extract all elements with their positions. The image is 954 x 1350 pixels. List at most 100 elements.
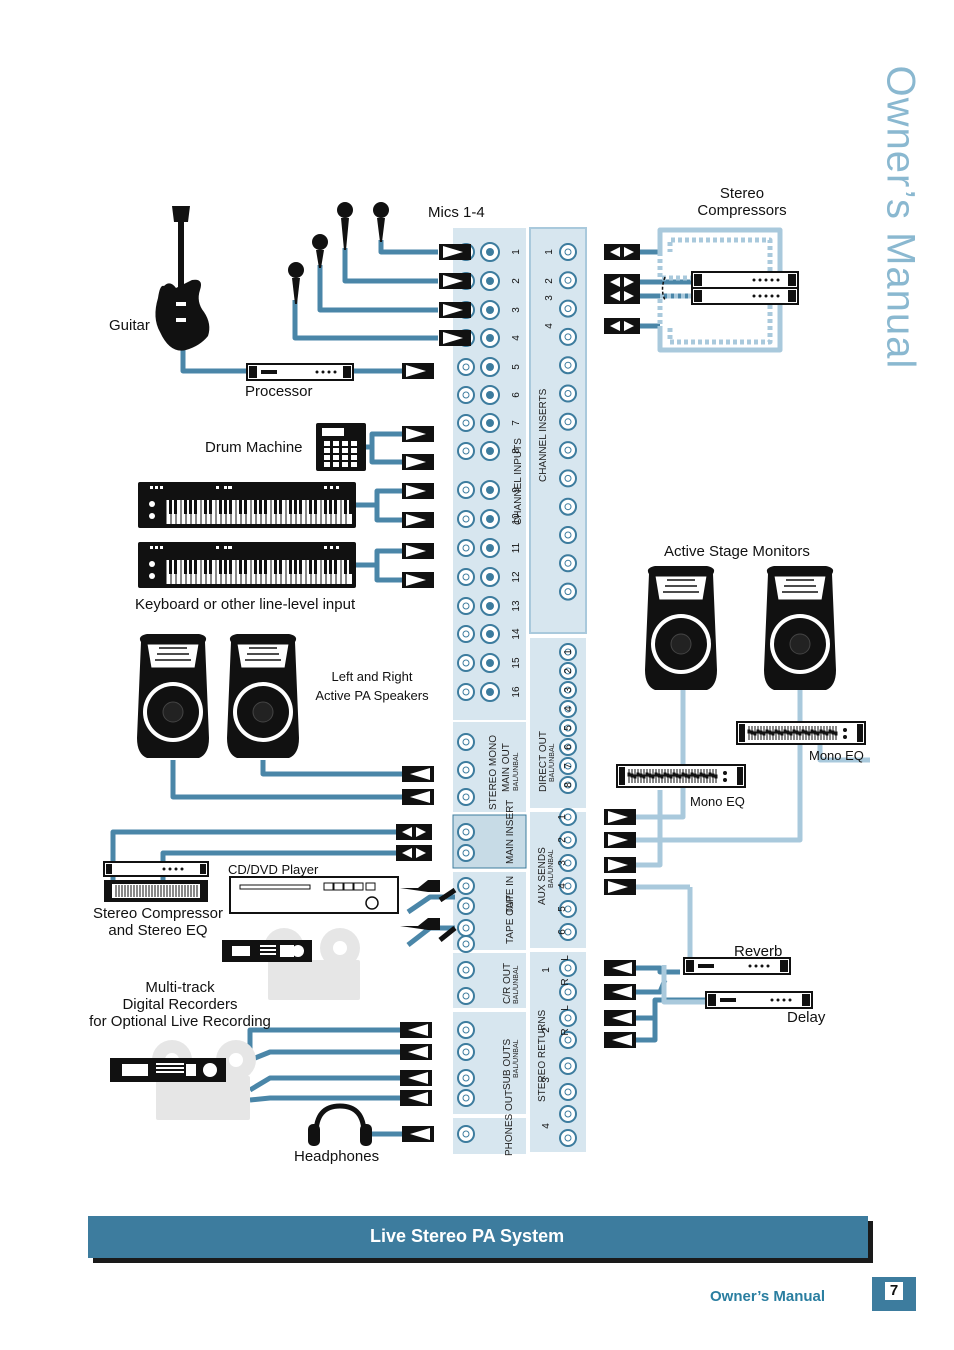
drum-machine-label: Drum Machine [205,439,303,456]
stereo-eq-rack [104,880,208,902]
pa-speaker-left-icon [136,633,210,759]
headphones-icon [308,1103,372,1146]
multitrack-recorder-1-icon [222,928,360,1000]
guitar-icon [155,206,210,351]
panel-number: 16 [511,686,522,698]
panel-number: L [560,1005,571,1011]
processor-label: Processor [245,383,313,400]
delay-label: Delay [787,1009,826,1026]
keyboard-keys [165,500,352,584]
pa-speaker-right-icon [226,633,300,759]
panel-number: 1 [563,649,574,655]
panel-number: 4 [511,335,522,341]
panel-number: 1 [511,249,522,255]
panel-number: R [560,978,571,985]
panel-number: 3 [541,1077,552,1083]
panel-number: 8 [563,782,574,788]
panel-number: 3 [544,295,555,301]
cd-dvd-player-icon [229,876,399,914]
stereo-mono-label: STEREO MONO [488,735,499,810]
channel-inserts-label: CHANNEL INSERTS [538,388,549,482]
tape-out-label: TAPE OUT [505,895,516,944]
main-out-label: MAIN OUT [501,743,512,792]
panel-number: 1 [557,814,568,820]
panel-number: 14 [511,628,522,640]
direct-out-balunbal: BAL/UNBAL [549,743,556,782]
panel-number: 2 [544,278,555,284]
active-stage-monitors-label: Active Stage Monitors [664,543,810,560]
panel-number: 5 [557,906,568,912]
panel-number: 4 [563,706,574,712]
phones-out-label: PHONES OUT [504,1090,515,1156]
panel-number: 4 [544,323,555,329]
microphone-icon [288,202,389,304]
panel-number: 2 [563,668,574,674]
panel-number: L [560,955,571,961]
connectors [396,244,640,1142]
page-number-box: 7 [872,1277,916,1311]
panel-number: 10 [511,513,522,525]
section-banner: Live Stereo PA System [88,1216,868,1258]
processor-icon [246,363,354,381]
mics-label: Mics 1-4 [428,204,485,221]
aux-sends-label: AUX SENDS [537,847,548,905]
footer-label: Owner’s Manual [710,1288,826,1305]
guitar-label: Guitar [109,317,150,334]
aux-sends-balunbal: BAL/UNBAL [548,849,555,888]
panel-number: 4 [557,883,568,889]
stage-monitor-left-icon [644,565,718,691]
panel-number: 2 [557,837,568,843]
page-number: 7 [885,1282,903,1300]
direct-out-label: DIRECT OUT [538,731,549,792]
panel-number: 12 [511,571,522,583]
panel-number: 6 [557,929,568,935]
panel-number: 1 [544,249,555,255]
reverb-label: Reverb [734,943,782,960]
panel-number: 4 [541,1123,552,1129]
reverb-icon [683,957,791,975]
sub-outs-label: SUB OUTS [502,1039,513,1090]
stereo-compressor-rack [103,861,209,877]
stage-monitor-right-icon [763,565,837,691]
mono-eq-2-label: Mono EQ [690,794,745,809]
keyboard-label: Keyboard or other line-level input [135,596,356,613]
panel-number: 8 [511,448,522,454]
drum-machine-icon [316,423,366,471]
panel-number: 3 [557,860,568,866]
panel-number: R [560,1028,571,1035]
panel-number: 2 [511,278,522,284]
channel-inputs-label: CHANNEL INPUTS [513,438,524,525]
panel-number: 5 [563,725,574,731]
multitrack-recorder-2-icon [110,1040,256,1120]
panel-number: 1 [541,967,552,973]
panel-number: 9 [511,487,522,493]
mono-eq-2-icon [616,764,746,788]
cr-out-label: C/R OUT [502,963,513,1004]
banner-title: Live Stereo PA System [370,1226,565,1246]
panel-number: 11 [511,542,522,553]
main-insert-label: MAIN INSERT [505,800,516,864]
panel-number: 2 [541,1027,552,1033]
panel-number: 13 [511,600,522,612]
compressor-rack-2 [691,287,799,305]
panel-numbers: 1234567891011121314151612341234567812345… [511,249,574,1129]
panel-number: 7 [511,420,522,426]
mono-eq-1-label: Mono EQ [809,748,864,763]
panel-number: 7 [563,763,574,769]
panel-number: 6 [511,392,522,398]
panel-number: 5 [511,364,522,370]
sub-outs-balunbal: BAL/UNBAL [513,1039,520,1078]
panel-number: 15 [511,657,522,669]
cr-out-balunbal: BAL/UNBAL [513,965,520,1004]
panel-number: 3 [511,307,522,313]
panel-number: 6 [563,744,574,750]
panel-number: 3 [563,687,574,693]
cd-dvd-label: CD/DVD Player [228,862,319,877]
headphones-label: Headphones [294,1148,379,1165]
